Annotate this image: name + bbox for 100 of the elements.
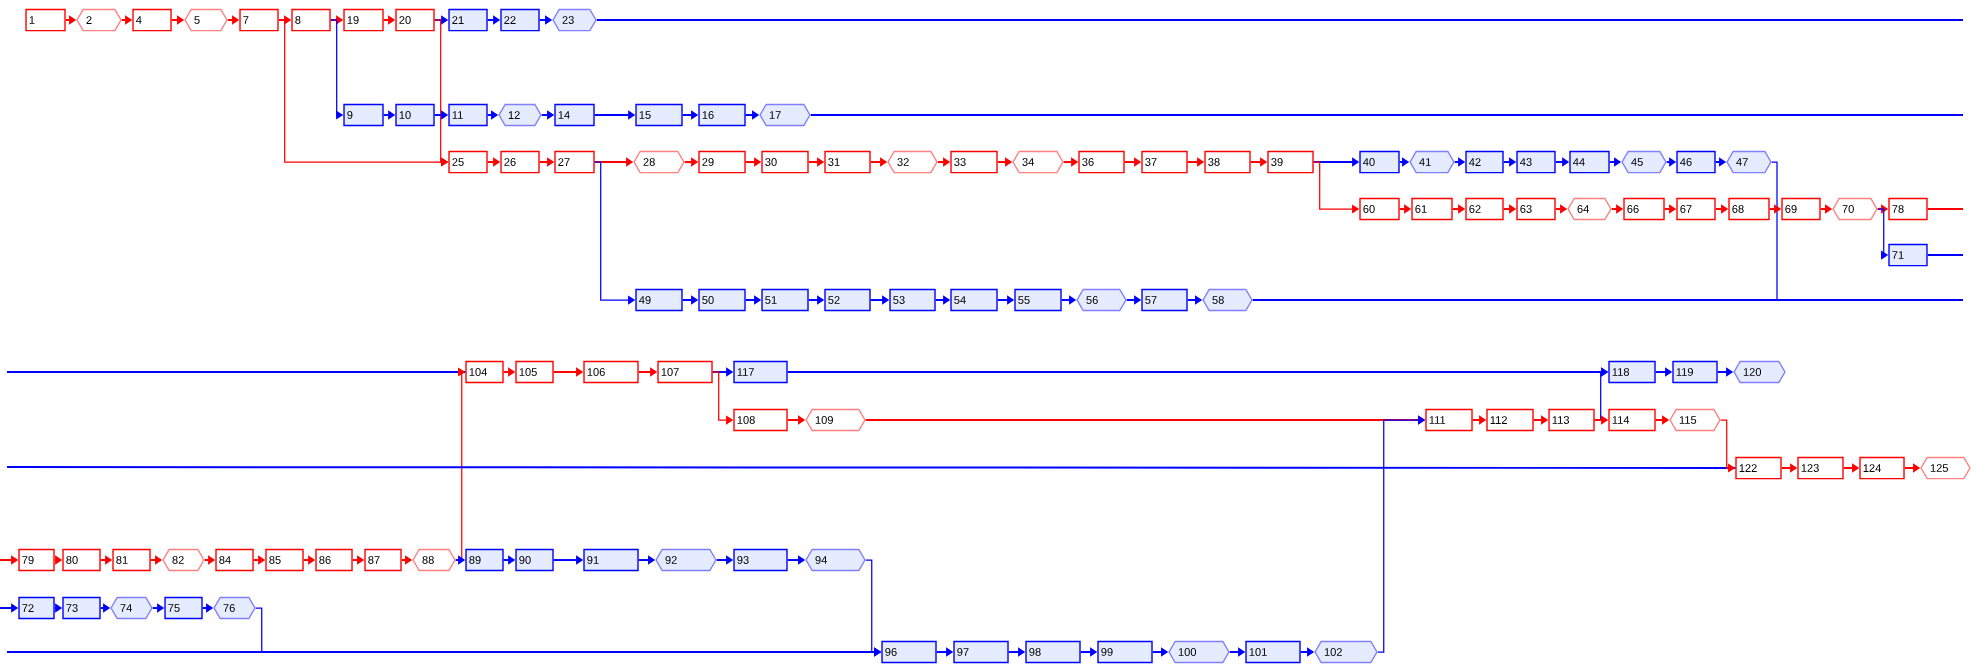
task-box: 22 (500, 8, 540, 32)
connector-line (1251, 299, 1964, 301)
task-box: 90 (515, 548, 554, 572)
task-box: 42 (1465, 150, 1504, 174)
task-box: 15 (635, 103, 683, 127)
task-box: 36 (1078, 150, 1125, 174)
task-box: 20 (395, 8, 435, 32)
task-box: 75 (164, 596, 203, 620)
task-box: 8 (291, 8, 331, 32)
task-box: 1 (25, 8, 66, 32)
task-box: 61 (1411, 197, 1453, 221)
task-box: 114 (1608, 408, 1656, 432)
task-box: 79 (18, 548, 55, 572)
task-box: 91 (583, 548, 639, 572)
task-box: 111 (1425, 408, 1473, 432)
task-hexagon: 94 (805, 548, 866, 572)
task-box: 21 (448, 8, 488, 32)
task-box: 106 (583, 360, 639, 384)
task-box: 69 (1781, 197, 1821, 221)
task-hexagon: 92 (655, 548, 717, 572)
task-box: 73 (62, 596, 101, 620)
task-box: 86 (315, 548, 353, 572)
task-hexagon: 82 (162, 548, 205, 572)
task-hexagon: 88 (412, 548, 456, 572)
task-box: 68 (1728, 197, 1770, 221)
task-box: 4 (132, 8, 172, 32)
task-hexagon: 76 (213, 596, 256, 620)
task-box: 55 (1014, 288, 1062, 312)
task-box: 26 (500, 150, 540, 174)
connector-line (1926, 254, 1964, 256)
task-box: 96 (881, 640, 937, 664)
task-box: 9 (343, 103, 384, 127)
task-hexagon: 23 (552, 8, 597, 32)
task-box: 62 (1465, 197, 1504, 221)
task-box: 107 (657, 360, 713, 384)
task-box: 11 (448, 103, 488, 127)
task-box: 89 (465, 548, 504, 572)
task-box: 122 (1735, 456, 1782, 480)
task-hexagon: 74 (110, 596, 153, 620)
task-box: 33 (950, 150, 998, 174)
connector-line (1771, 161, 1778, 301)
task-box: 123 (1797, 456, 1844, 480)
task-hexagon: 2 (76, 8, 122, 32)
task-box: 108 (733, 408, 788, 432)
task-box: 44 (1569, 150, 1610, 174)
task-box: 54 (950, 288, 998, 312)
task-hexagon: 47 (1726, 150, 1772, 174)
task-box: 119 (1672, 360, 1718, 384)
task-box: 49 (635, 288, 683, 312)
connector-line (1926, 208, 1964, 210)
task-hexagon: 5 (184, 8, 228, 32)
task-box: 98 (1025, 640, 1081, 664)
task-hexagon: 109 (805, 408, 866, 432)
task-box: 112 (1486, 408, 1534, 432)
task-hexagon: 32 (887, 150, 938, 174)
task-box: 38 (1204, 150, 1251, 174)
task-box: 14 (554, 103, 595, 127)
task-box: 29 (698, 150, 746, 174)
task-box: 87 (364, 548, 402, 572)
task-hexagon: 58 (1202, 288, 1253, 312)
task-box: 40 (1359, 150, 1400, 174)
task-box: 37 (1141, 150, 1188, 174)
task-box: 39 (1267, 150, 1314, 174)
task-box: 105 (515, 360, 554, 384)
task-box: 99 (1097, 640, 1153, 664)
task-hexagon: 45 (1621, 150, 1667, 174)
connector-line (809, 114, 1964, 116)
task-box: 52 (824, 288, 871, 312)
task-hexagon: 64 (1567, 197, 1612, 221)
task-hexagon: 115 (1669, 408, 1721, 432)
task-hexagon: 34 (1012, 150, 1064, 174)
task-box: 104 (465, 360, 504, 384)
task-hexagon: 100 (1168, 640, 1230, 664)
task-box: 25 (448, 150, 488, 174)
task-box: 46 (1676, 150, 1716, 174)
task-box: 66 (1623, 197, 1665, 221)
task-hexagon: 70 (1832, 197, 1878, 221)
connector-line (595, 19, 1964, 21)
task-box: 7 (239, 8, 279, 32)
task-box: 81 (112, 548, 151, 572)
task-hexagon: 120 (1733, 360, 1786, 384)
task-hexagon: 56 (1076, 288, 1127, 312)
task-box: 101 (1245, 640, 1301, 664)
task-box: 93 (733, 548, 788, 572)
task-box: 113 (1548, 408, 1595, 432)
task-box: 63 (1516, 197, 1556, 221)
task-box: 50 (698, 288, 746, 312)
task-box: 118 (1608, 360, 1656, 384)
task-hexagon: 41 (1409, 150, 1455, 174)
task-box: 84 (215, 548, 254, 572)
task-hexagon: 28 (633, 150, 685, 174)
task-box: 53 (889, 288, 936, 312)
task-box: 57 (1141, 288, 1188, 312)
task-hexagon: 125 (1920, 456, 1971, 480)
task-box: 10 (395, 103, 435, 127)
task-box: 43 (1516, 150, 1556, 174)
task-box: 78 (1888, 197, 1928, 221)
task-box: 124 (1859, 456, 1905, 480)
task-hexagon: 102 (1314, 640, 1378, 664)
task-box: 117 (733, 360, 788, 384)
